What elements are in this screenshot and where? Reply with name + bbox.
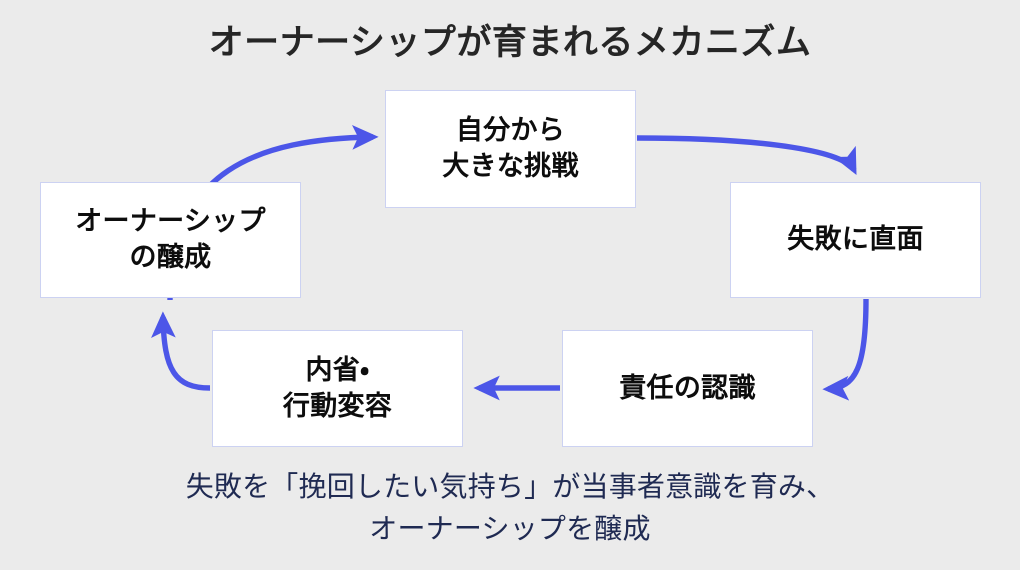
arrow-right-to-bottomright bbox=[822, 298, 869, 401]
node-facing-failure[interactable]: 失敗に直面 bbox=[730, 182, 981, 298]
node-reflection-behavior-change[interactable]: 内省・ 行動変容 bbox=[212, 330, 463, 447]
node-recognizing-responsibility[interactable]: 責任の認識 bbox=[562, 330, 813, 447]
arrow-bottomleft-to-left bbox=[151, 311, 211, 391]
arrow-top-to-right bbox=[636, 135, 857, 176]
diagram-caption: 失敗を「挽回したい気持ち」が当事者意識を育み、 オーナーシップを醸成 bbox=[185, 471, 835, 544]
diagram-title: オーナーシップが育まれるメカニズム bbox=[208, 23, 812, 62]
node-ownership-cultivation[interactable]: オーナーシップ の醸成 bbox=[40, 182, 301, 298]
node-self-initiated-challenge[interactable]: 自分から 大きな挑戦 bbox=[385, 90, 636, 208]
